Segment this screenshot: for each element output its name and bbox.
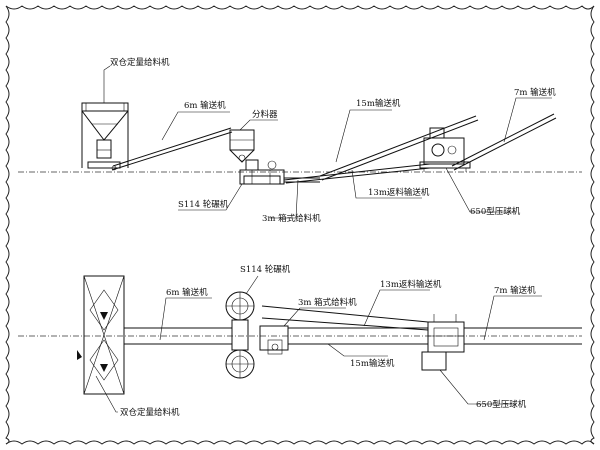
label-double-bin-feeder: 双仓定量给料机 xyxy=(110,57,170,68)
leader-conveyor-7m xyxy=(503,97,552,143)
leader-box-feeder xyxy=(270,179,299,219)
plan-view: S114 轮碾机 13m返料输送机 6m 输送机 3m 箱式给料机 7m 输送机… xyxy=(77,264,582,418)
label-return-conveyor: 13m返料输送机 xyxy=(368,187,430,198)
leader-briquette-press xyxy=(445,167,516,213)
label-roller-mill: S114 轮碾机 xyxy=(178,199,229,210)
leader-box-feeder-plan xyxy=(283,307,346,327)
distributor-elevation xyxy=(229,129,255,163)
scalloped-border xyxy=(5,5,595,445)
label-distributor: 分料器 xyxy=(252,109,278,120)
elevation-view: 双仓定量给料机 6m 输送机 分料器 15m输送机 7m 输送机 S114 轮碾… xyxy=(81,57,557,224)
label-conveyor-7m: 7m 输送机 xyxy=(514,87,556,98)
label-briquette-press-plan: 650型压球机 xyxy=(476,399,527,410)
conveyor-15m-elevation xyxy=(319,115,479,181)
label-roller-mill-plan: S114 轮碾机 xyxy=(240,264,291,275)
leader-conveyor-6m xyxy=(161,111,230,141)
label-briquette-press: 650型压球机 xyxy=(470,206,521,217)
leader-double-bin-feeder-plan xyxy=(95,375,118,413)
conveyor-7m-elevation xyxy=(451,113,557,171)
box-feeder-3m-plan xyxy=(259,325,289,355)
leader-double-bin-feeder xyxy=(103,65,111,103)
return-conveyor-13m-elevation xyxy=(283,163,431,184)
leader-roller-mill xyxy=(178,183,243,211)
label-double-bin-feeder-plan: 双仓定量给料机 xyxy=(120,407,180,418)
conveyor-7m-plan xyxy=(464,327,582,345)
leader-distributor xyxy=(239,119,278,131)
label-return-conveyor-plan: 13m返料输送机 xyxy=(380,279,442,290)
label-box-feeder-plan: 3m 箱式给料机 xyxy=(298,297,357,308)
label-conveyor-6m-plan: 6m 输送机 xyxy=(166,287,208,298)
leader-briquette-press-plan xyxy=(439,369,516,405)
double-bin-feeder-elevation xyxy=(81,102,129,169)
leader-return-conveyor xyxy=(351,169,422,199)
leader-conveyor-15m-plan xyxy=(327,343,388,357)
conveyor-6m-elevation xyxy=(111,127,233,171)
roller-mill-plan xyxy=(225,291,255,379)
label-conveyor-7m-plan: 7m 输送机 xyxy=(494,285,536,296)
leader-conveyor-7m-plan xyxy=(483,295,542,341)
double-bin-feeder-plan xyxy=(77,275,125,395)
label-conveyor-6m: 6m 输送机 xyxy=(184,100,226,111)
label-box-feeder: 3m 箱式给料机 xyxy=(262,213,321,224)
label-conveyor-15m: 15m输送机 xyxy=(356,98,401,109)
leader-conveyor-6m-plan xyxy=(159,297,212,341)
leader-return-conveyor-plan xyxy=(363,289,430,327)
roller-mill-elevation xyxy=(239,159,285,185)
briquette-press-elevation xyxy=(419,127,471,172)
label-conveyor-15m-plan: 15m输送机 xyxy=(350,358,395,369)
conveyor-6m-plan xyxy=(124,327,232,345)
briquette-press-plan xyxy=(421,314,465,371)
leader-conveyor-15m xyxy=(335,109,392,163)
leader-roller-mill-plan xyxy=(245,275,259,295)
